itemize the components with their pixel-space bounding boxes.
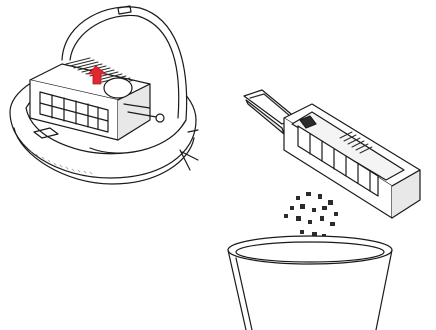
- trash-can-icon: [228, 236, 392, 330]
- open-dustbin-icon: [244, 90, 420, 218]
